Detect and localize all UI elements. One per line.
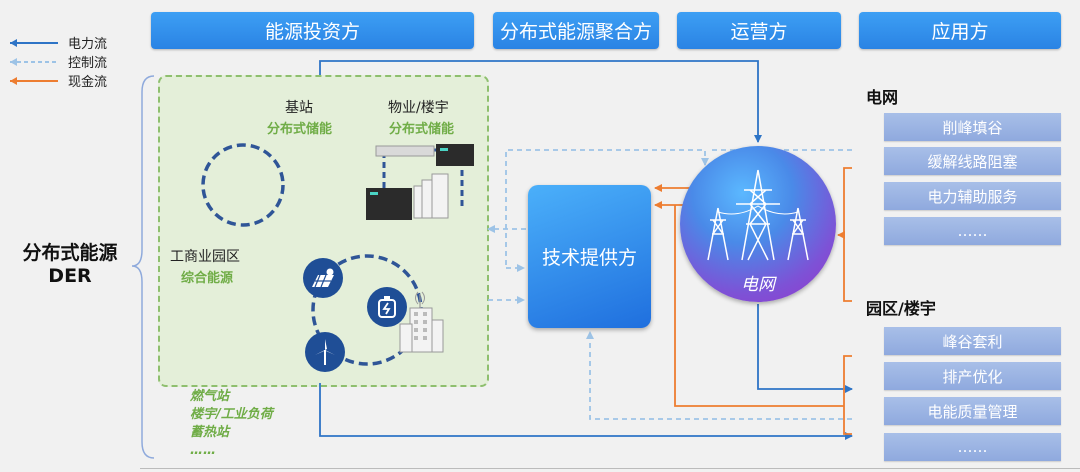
park-section-title: 园区/楼宇 — [866, 299, 936, 318]
power-flow-der-to-grid — [319, 60, 762, 143]
legend-control-label: 控制流 — [68, 56, 108, 71]
battery-icon — [367, 287, 407, 327]
der-more-building-load: 楼宇/工业负荷 — [190, 407, 273, 422]
base-station-ring — [201, 143, 285, 227]
grid-section-title: 电网 — [866, 88, 899, 107]
legend-power-flow: 电力流 — [8, 33, 107, 52]
grid-item-ancillary-service: 电力辅助服务 — [884, 182, 1061, 210]
storage-cabinets-icon — [366, 144, 474, 220]
base-station-label: 基站 — [285, 100, 313, 116]
industrial-park-sub: 综合能源 — [181, 271, 234, 286]
park-item-power-quality: 电能质量管理 — [884, 397, 1061, 425]
grid-circle: 电网 — [680, 146, 836, 302]
der-more-heat-storage: 蓄热站 — [190, 425, 230, 440]
legend-cash-label: 现金流 — [68, 75, 108, 90]
der-title-cn: 分布式能源 — [22, 242, 118, 264]
property-sub: 分布式储能 — [389, 122, 455, 137]
cash-flow-arrow-icon — [10, 76, 58, 85]
property-label: 物业/楼宇 — [388, 100, 449, 116]
control-flow-app-to-tech — [586, 331, 852, 420]
header-application: 应用方 — [859, 12, 1061, 49]
power-flow-grid-to-park — [757, 304, 853, 393]
base-station-sub: 分布式储能 — [267, 122, 333, 137]
der-more-ellipsis: …… — [190, 443, 216, 458]
grid-item-more: …… — [884, 217, 1061, 245]
park-item-production-optimization: 排产优化 — [884, 362, 1061, 390]
cash-flow-grid-bracket — [843, 167, 852, 302]
bottom-divider — [140, 468, 1080, 469]
park-item-more: …… — [884, 433, 1061, 461]
grid-item-peak-shaving: 削峰填谷 — [884, 113, 1061, 141]
cash-flow-park-to-tech — [674, 205, 844, 407]
der-brace — [131, 75, 155, 459]
header-investor: 能源投资方 — [151, 12, 474, 49]
header-aggregator: 分布式能源聚合方 — [493, 12, 659, 49]
cash-flow-park-bracket — [843, 355, 852, 435]
header-operator: 运营方 — [677, 12, 841, 49]
der-title-en: DER — [48, 265, 92, 287]
wind-turbine-icon — [305, 332, 345, 372]
power-flow-der-to-park — [319, 383, 853, 440]
industrial-park-label: 工商业园区 — [170, 249, 240, 265]
legend-power-label: 电力流 — [68, 37, 108, 52]
power-flow-arrow-icon — [10, 38, 58, 47]
legend-cash-flow: 现金流 — [8, 71, 107, 90]
building-icon — [399, 291, 444, 353]
legend-control-flow: 控制流 — [8, 52, 107, 71]
tech-provider-box: 技术提供方 — [528, 185, 651, 328]
transmission-tower-icon — [707, 169, 809, 261]
der-more-gas-station: 燃气站 — [190, 389, 230, 404]
grid-label: 电网 — [741, 275, 775, 295]
park-item-peak-valley-arbitrage: 峰谷套利 — [884, 327, 1061, 355]
control-flow-tech-to-grid — [505, 149, 709, 265]
grid-item-congestion-relief: 缓解线路阻塞 — [884, 147, 1061, 175]
solar-panel-icon — [303, 258, 343, 298]
control-flow-arrow-icon — [10, 57, 58, 66]
